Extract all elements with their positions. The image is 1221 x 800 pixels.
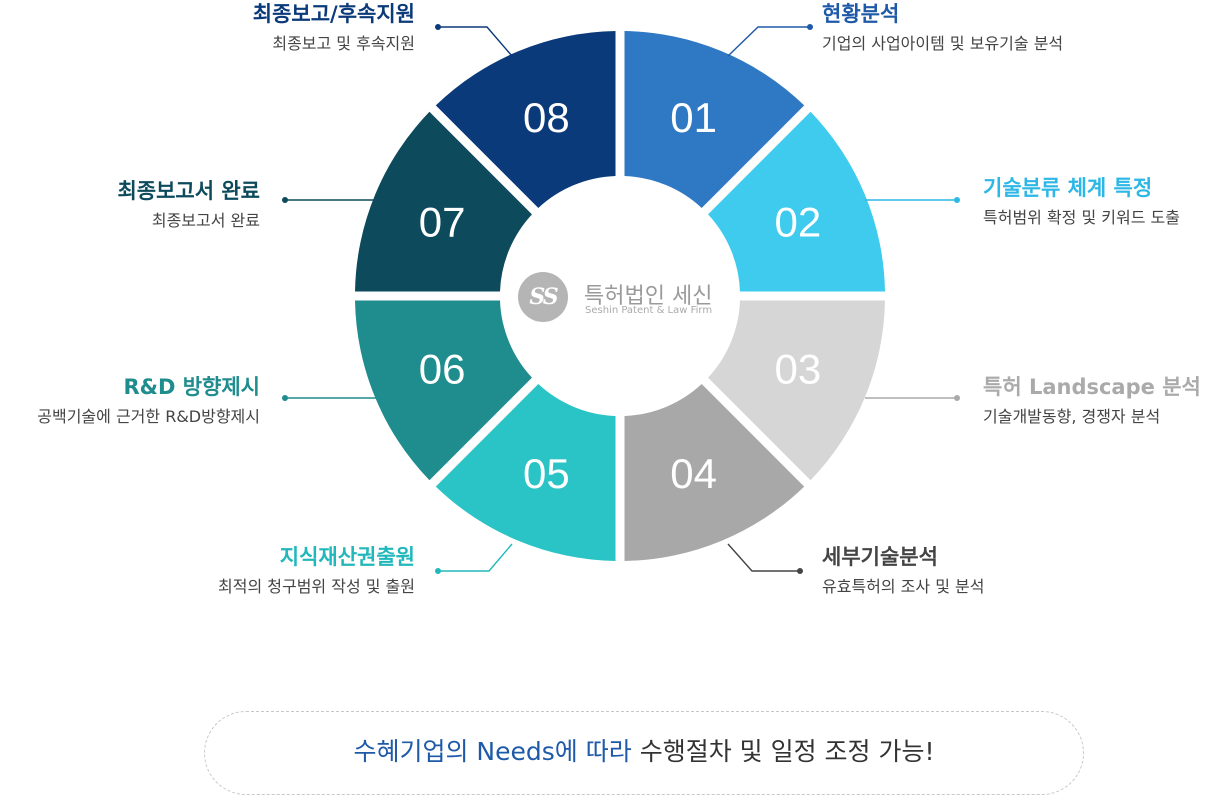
segment-number-07: 07 [419,198,466,245]
center-logo: SS 특허법인 세신 Seshin Patent & Law Firm [518,272,728,324]
step-desc: 최적의 청구범위 작성 및 출원 [218,577,415,596]
leader-dot-06 [282,395,288,401]
step-08-label: 최종보고/후속지원 최종보고 및 후속지원 [35,0,415,56]
step-06-label: R&D 방향제시 공백기술에 근거한 R&D방향제시 [0,373,260,429]
segment-number-01: 01 [670,94,717,141]
step-title: 기술분류 체계 특정 [983,176,1153,200]
step-title: 현황분석 [822,2,900,26]
segment-number-04: 04 [670,450,717,497]
leader-dot-08 [435,24,441,30]
segment-07 [355,111,532,292]
step-desc: 기술개발동향, 경쟁자 분석 [983,407,1161,426]
step-07-label: 최종보고서 완료 최종보고서 완료 [0,177,260,233]
leader-dot-04 [797,568,803,574]
banner-highlight: 수혜기업의 Needs에 따라 [353,737,632,766]
step-title: R&D 방향제시 [123,375,260,399]
segment-number-06: 06 [419,346,466,393]
step-02-label: 기술분류 체계 특정 특허범위 확정 및 키워드 도출 [983,174,1221,230]
step-desc: 특허범위 확정 및 키워드 도출 [983,208,1180,227]
adjustment-banner: 수혜기업의 Needs에 따라 수행절차 및 일정 조정 가능! [204,711,1084,795]
step-desc: 공백기술에 근거한 R&D방향제시 [37,407,260,426]
segment-number-02: 02 [774,198,821,245]
step-title: 최종보고서 완료 [117,179,260,203]
segment-number-03: 03 [774,346,821,393]
step-title: 특허 Landscape 분석 [983,375,1201,399]
segment-03 [708,300,885,481]
leader-dot-02 [954,197,960,203]
segment-06 [355,300,532,481]
step-03-label: 특허 Landscape 분석 기술개발동향, 경쟁자 분석 [983,373,1221,429]
segment-number-05: 05 [523,450,570,497]
step-05-label: 지식재산권출원 최적의 청구범위 작성 및 출원 [35,543,415,599]
leader-line-08 [438,26,513,57]
seshin-logo-icon: SS [518,272,568,322]
step-01-label: 현황분석 기업의 사업아이템 및 보유기술 분석 [822,0,1202,56]
leader-dot-05 [435,568,441,574]
firm-subtitle: Seshin Patent & Law Firm [585,305,713,316]
segment-05 [435,384,616,561]
leader-dot-07 [282,197,288,203]
step-title: 세부기술분석 [822,545,938,569]
segment-04 [624,384,805,561]
leader-line-05 [438,543,513,572]
segment-01 [624,31,805,208]
firm-name: 특허법인 세신 [584,284,713,309]
leader-dot-03 [954,395,960,401]
step-desc: 최종보고서 완료 [151,211,260,230]
step-title: 지식재산권출원 [279,545,415,569]
segment-02 [708,111,885,292]
segment-08 [435,31,616,208]
leader-line-01 [727,26,810,57]
step-desc: 기업의 사업아이템 및 보유기술 분석 [822,34,1064,53]
step-title: 최종보고/후속지원 [252,2,415,26]
step-desc: 유효특허의 조사 및 분석 [822,577,985,596]
step-04-label: 세부기술분석 유효특허의 조사 및 분석 [822,543,1202,599]
banner-rest: 수행절차 및 일정 조정 가능! [631,737,935,766]
leader-line-04 [727,543,800,572]
step-desc: 최종보고 및 후속지원 [272,34,415,53]
leader-dot-01 [807,24,813,30]
segment-number-08: 08 [523,94,570,141]
